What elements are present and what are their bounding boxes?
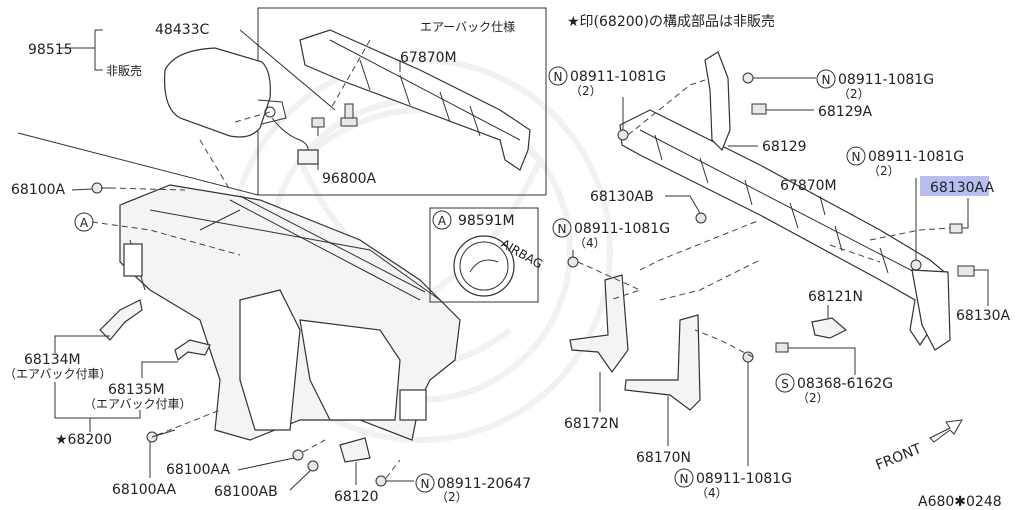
label-68129A: 68129A bbox=[818, 104, 873, 120]
label-08368-6162G: 08368-6162G bbox=[797, 376, 893, 392]
label-68100AA-mid: 68100AA bbox=[166, 462, 231, 478]
label-68135M: 68135M bbox=[108, 382, 165, 398]
inset-airbag-box: エアーバック仕様 bbox=[17, 7, 547, 196]
callout-A-left-text: A bbox=[80, 216, 89, 230]
bolt-68130AB bbox=[695, 212, 707, 224]
nut-symbol-text-20647: N bbox=[421, 477, 430, 491]
label-68134M: 68134M bbox=[24, 352, 81, 368]
nut-08911-1081G-b bbox=[742, 72, 754, 84]
label-98515: 98515 bbox=[28, 42, 73, 58]
screw-symbol bbox=[775, 373, 795, 393]
label-08911-1081G-d-qty: （4） bbox=[574, 236, 606, 250]
label-08911-1081G-e: 08911-1081G bbox=[696, 471, 792, 487]
screw-68100AA-mid bbox=[292, 449, 304, 461]
front-label: FRONT bbox=[874, 441, 925, 474]
bracket-68120-part bbox=[339, 437, 371, 463]
label-68100A: 68100A bbox=[11, 182, 66, 198]
nut-symbol-e-text: N bbox=[680, 472, 689, 486]
nut-08911-1081G-a bbox=[617, 129, 629, 141]
nut-symbol-a bbox=[548, 66, 568, 86]
nut-symbol-c bbox=[846, 146, 866, 166]
label-67870M-inset: 67870M bbox=[400, 50, 457, 66]
label-68134M-note: （エアバック付車） bbox=[4, 367, 112, 381]
nut-08911-1081G-d bbox=[567, 256, 579, 268]
inset-98591M-box: A 98591M AIRBAG bbox=[429, 207, 545, 303]
label-08911-1081G-c: 08911-1081G bbox=[868, 149, 964, 165]
nut-08911-1081G-c bbox=[910, 259, 922, 271]
label-08911-1081G-b: 08911-1081G bbox=[838, 72, 934, 88]
label-98591M: 98591M bbox=[458, 213, 515, 229]
nut-symbol-b bbox=[816, 69, 836, 89]
label-08911-1081G-b-qty: （2） bbox=[838, 87, 870, 101]
airbag-module-part bbox=[163, 47, 287, 138]
front-direction-indicator: FRONT bbox=[874, 419, 963, 474]
label-68200: ★68200 bbox=[55, 432, 112, 448]
nut-symbol-c-text: N bbox=[852, 150, 861, 164]
nut-symbol-d-text: N bbox=[558, 222, 567, 236]
connector-96800A-part bbox=[297, 149, 319, 165]
label-68129: 68129 bbox=[762, 139, 807, 155]
nut-symbol-b-text: N bbox=[822, 73, 831, 87]
nut-symbol-a-text: N bbox=[554, 70, 563, 84]
inset-airbag-title: エアーバック仕様 bbox=[420, 20, 515, 34]
callout-A-left bbox=[74, 212, 94, 232]
bracket-68134M-part bbox=[99, 299, 143, 341]
nut-symbol-e bbox=[674, 468, 694, 488]
label-67870M: 67870M bbox=[780, 178, 837, 194]
figure-code: A680✱0248 bbox=[918, 494, 1002, 510]
label-08368-6162G-qty: （2） bbox=[797, 391, 829, 405]
label-08911-20647-qty: （2） bbox=[436, 490, 468, 504]
bolt-68100A bbox=[91, 182, 110, 194]
steering-member-part bbox=[619, 51, 951, 351]
label-08911-1081G-c-qty: （2） bbox=[868, 164, 900, 178]
label-68130A: 68130A bbox=[956, 308, 1011, 324]
label-08911-1081G-d: 08911-1081G bbox=[574, 221, 670, 237]
nut-symbol-d bbox=[552, 218, 572, 238]
highlight-68130AA bbox=[920, 176, 989, 196]
front-arrow-icon bbox=[929, 419, 963, 443]
note-not-sold: ★印(68200)の構成部品は非販売 bbox=[567, 14, 775, 30]
instrument-panel-part bbox=[119, 184, 461, 441]
nut-08911-1081G-e bbox=[742, 351, 754, 363]
label-not-sold: 非販売 bbox=[106, 63, 142, 78]
brace-68170N-part bbox=[624, 314, 701, 411]
nut-68120 bbox=[375, 475, 387, 487]
label-08911-20647: 08911-20647 bbox=[437, 476, 531, 492]
label-68172N: 68172N bbox=[564, 416, 619, 432]
label-48433C: 48433C bbox=[155, 22, 210, 38]
bracket-68135M-part bbox=[174, 339, 211, 362]
brace-68172N-part bbox=[569, 274, 629, 374]
nut-symbol-08911-20647 bbox=[415, 473, 435, 493]
label-68130AA: 68130AA bbox=[930, 180, 995, 196]
screw-08368-6162G bbox=[775, 342, 789, 353]
label-68100AB: 68100AB bbox=[214, 484, 278, 500]
label-68120: 68120 bbox=[334, 489, 379, 505]
label-08911-1081G-a-qty: （2） bbox=[570, 84, 602, 98]
label-96800A: 96800A bbox=[322, 171, 377, 187]
bolt-68129A bbox=[751, 103, 767, 115]
label-68135M-note: （エアバック付車） bbox=[84, 397, 192, 411]
bolt-48433C bbox=[311, 117, 325, 136]
label-68121N: 68121N bbox=[808, 289, 863, 305]
screw-symbol-text: S bbox=[781, 377, 789, 391]
label-08911-1081G-e-qty: （4） bbox=[696, 486, 728, 500]
airbag-badge-part: AIRBAG bbox=[453, 235, 545, 297]
screw-68100AA-lower bbox=[146, 429, 176, 443]
label-68100AA-lower: 68100AA bbox=[112, 482, 177, 498]
screw-68100AB bbox=[307, 460, 319, 472]
label-68130AB: 68130AB bbox=[590, 189, 654, 205]
callout-A-inset: A bbox=[438, 214, 447, 228]
bolt-inset-right bbox=[340, 103, 358, 127]
bolt-68130A bbox=[957, 265, 975, 277]
bracket-68121N-part bbox=[811, 317, 848, 339]
label-08911-1081G-a: 08911-1081G bbox=[570, 69, 666, 85]
bolt-68130AA bbox=[949, 223, 963, 234]
label-68170N: 68170N bbox=[636, 450, 691, 466]
steering-member-inset-part bbox=[299, 29, 531, 171]
